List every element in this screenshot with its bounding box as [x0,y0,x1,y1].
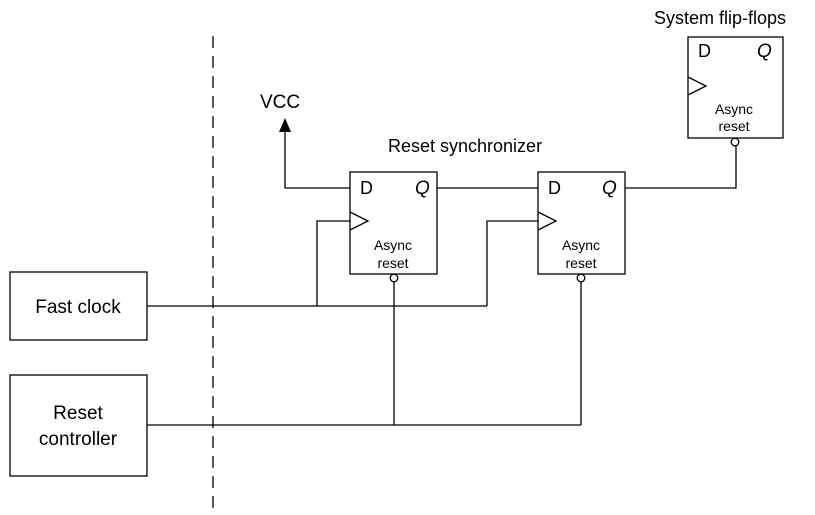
system-ff-reset-label: reset [718,118,749,134]
system-ff-async-label: Async [715,101,753,117]
reset-controller-label-line1: Reset [53,403,103,424]
inverted-reset-bubble-icon [730,137,740,147]
inverted-reset-bubble-icon [389,273,399,283]
system-flip-flops-title: System flip-flops [654,8,786,28]
system-ff-d-pin: D [698,41,711,61]
ff2-d-pin: D [548,178,561,198]
ff2-async-label: Async [562,237,600,253]
reset-synchronizer-title: Reset synchronizer [388,136,542,156]
fast-clock-label: Fast clock [35,297,121,318]
ff1-async-label: Async [374,237,412,253]
ff1-reset-label: reset [377,255,408,271]
clock-ff1-wire [316,220,350,306]
wires [147,118,737,426]
inverted-reset-bubble-icon [576,273,586,283]
vcc-wire [284,132,350,189]
clock-triangle-icon [687,76,708,96]
ff1-q-pin: Q [415,178,430,199]
system-flip-flop: D Q Async reset [687,36,784,147]
clock-triangle-icon [349,211,370,231]
clock-ff2-wire [486,220,538,306]
sync-reset-output-wire [625,145,737,189]
sync-flip-flop-2: D Q Async reset [537,171,626,283]
fast-clock-block: Fast clock [9,271,148,341]
sync-flip-flop-1: D Q Async reset [349,171,438,283]
clock-triangle-icon [537,211,558,231]
ff2-q-pin: Q [602,178,617,199]
reset-controller-block: Reset controller [9,374,148,477]
system-ff-q-pin: Q [757,41,772,62]
ff1-d-pin: D [360,178,373,198]
vcc-label: VCC [260,92,300,113]
ff2-reset-label: reset [565,255,596,271]
vcc-arrow-icon [279,118,291,132]
reset-controller-label-line2: controller [39,429,118,450]
